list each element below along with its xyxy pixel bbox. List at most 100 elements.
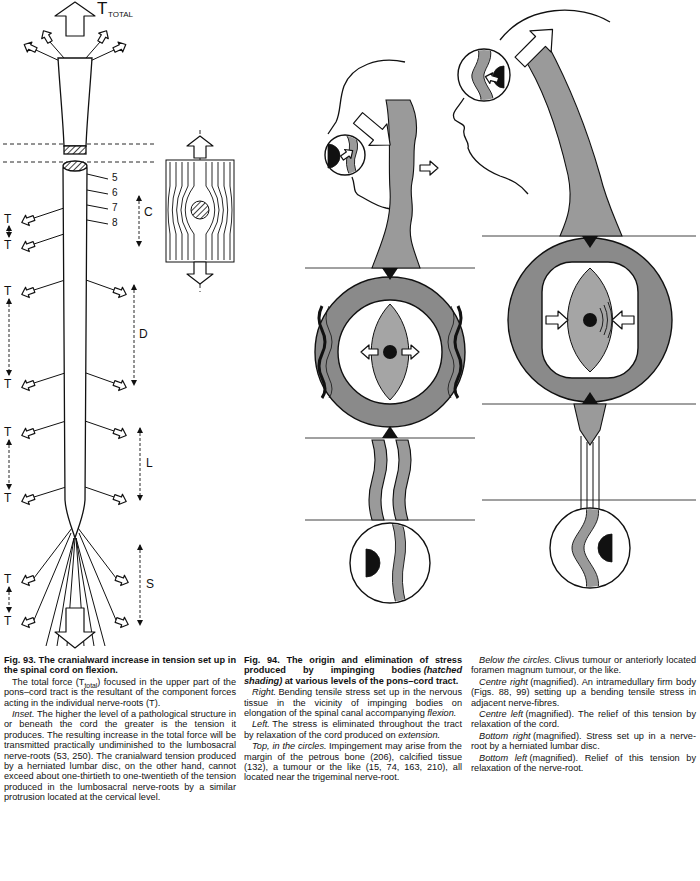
spinal-cord bbox=[63, 161, 87, 171]
force-arrow bbox=[339, 146, 356, 162]
caption-paragraph: Left.The stress is eliminated throughout… bbox=[244, 719, 462, 740]
segment-bracket bbox=[9, 299, 10, 375]
impinging-body bbox=[598, 534, 612, 562]
force-arrow bbox=[112, 492, 128, 507]
intramedullary-body bbox=[583, 313, 597, 327]
inset-drawing bbox=[166, 160, 234, 262]
force-label: T bbox=[4, 239, 11, 251]
force-arrow bbox=[349, 107, 399, 155]
spinal-cord bbox=[58, 58, 92, 538]
stress-hatching bbox=[319, 306, 325, 398]
segment-bracket bbox=[9, 226, 10, 237]
caption-emphasis: Bottom right bbox=[479, 731, 531, 741]
force-arrow bbox=[20, 573, 36, 588]
nerve-root bbox=[87, 190, 108, 194]
caption-paragraph: Centre right(magnified). An intramedulla… bbox=[471, 677, 696, 708]
force-arrow bbox=[420, 161, 438, 175]
level-line bbox=[305, 236, 696, 520]
brainstem bbox=[522, 45, 622, 236]
force-arrow bbox=[114, 615, 130, 630]
root-number: 5 bbox=[112, 173, 118, 183]
caption-column: Fig. 94. The origin and elimination of s… bbox=[244, 655, 462, 784]
caption-paragraph: Centre left(magnified). The relief of th… bbox=[471, 709, 696, 730]
dural-ring bbox=[315, 277, 465, 427]
caption-emphasis: Bottom left bbox=[479, 753, 527, 763]
caption-emphasis: Centre left bbox=[479, 709, 523, 719]
force-arrow bbox=[112, 378, 128, 393]
nerve-root bbox=[593, 442, 594, 508]
level-line bbox=[482, 500, 696, 501]
root-number: 8 bbox=[112, 218, 118, 228]
dural-ring bbox=[542, 262, 638, 378]
brainstem bbox=[393, 440, 411, 520]
force-label: T bbox=[4, 573, 11, 585]
dural-ring bbox=[508, 238, 672, 402]
magnifier-circle bbox=[350, 523, 430, 603]
segment-bracket bbox=[9, 196, 140, 625]
magnifier-circle bbox=[325, 49, 630, 603]
force-label: TOTAL bbox=[108, 11, 133, 19]
caption-emphasis: Inset. bbox=[12, 709, 34, 719]
force-label: T bbox=[4, 492, 11, 504]
caption-paragraph: Top, in the circles.Impingement may aris… bbox=[244, 741, 462, 783]
head-outline bbox=[453, 98, 528, 194]
force-arrow bbox=[187, 136, 213, 158]
stress-hatching bbox=[455, 306, 461, 398]
force-label: T bbox=[4, 615, 11, 627]
nerve-root bbox=[34, 421, 66, 431]
nerve-fibre bbox=[230, 162, 232, 260]
region-letter: L bbox=[146, 457, 153, 469]
level-marker bbox=[382, 236, 598, 438]
force-arrow bbox=[55, 2, 95, 36]
nerve-root bbox=[87, 205, 108, 209]
nerve-fibre bbox=[218, 162, 223, 260]
force-arrow bbox=[20, 492, 36, 507]
nerve-root bbox=[34, 487, 66, 497]
force-arrow bbox=[20, 213, 36, 228]
dural-ring bbox=[338, 300, 442, 404]
caption-paragraph: Bottom left(magnified). Relief of this t… bbox=[471, 753, 696, 774]
inset-drawing bbox=[166, 160, 234, 262]
caption-emphasis: Right. bbox=[252, 687, 276, 697]
caption-paragraph: Fig. 93. The cranialward increase in ten… bbox=[4, 655, 236, 676]
force-arrow bbox=[22, 40, 38, 55]
dural-ring bbox=[315, 238, 672, 427]
root-number: 7 bbox=[112, 203, 118, 213]
force-label: T bbox=[4, 213, 11, 225]
nerve-fibre bbox=[224, 162, 228, 260]
magnified-root bbox=[392, 522, 406, 604]
force-label: T bbox=[4, 378, 11, 390]
force-arrow bbox=[114, 573, 130, 588]
nerve-root bbox=[86, 42, 100, 58]
caption-emphasis: Below the circles. bbox=[479, 655, 552, 665]
force-arrow bbox=[55, 608, 95, 648]
level-marker bbox=[382, 268, 398, 280]
caption-paragraph: Bottom right(magnified). Stress set up i… bbox=[471, 731, 696, 752]
stress-hatching bbox=[326, 306, 332, 398]
force-arrow bbox=[509, 19, 563, 73]
force-arrow bbox=[112, 426, 128, 441]
segment-bracket bbox=[134, 285, 135, 385]
caption-emphasis: flexion. bbox=[427, 708, 456, 718]
region-letter: D bbox=[139, 328, 148, 340]
nerve-root bbox=[581, 436, 599, 509]
level-marker bbox=[582, 236, 598, 248]
caption-paragraph: Fig. 94. The origin and elimination of s… bbox=[244, 655, 462, 686]
force-arrow bbox=[39, 28, 55, 45]
nerve-fibre bbox=[168, 162, 232, 260]
force-arrow bbox=[484, 71, 499, 85]
caption-emphasis: Left. bbox=[252, 719, 270, 729]
stress-hatching bbox=[604, 305, 608, 335]
brainstem bbox=[372, 100, 420, 268]
caption-text: The higher the level of a pathological s… bbox=[4, 709, 236, 802]
stress-hatching bbox=[448, 306, 454, 398]
nerve-root bbox=[79, 533, 116, 620]
force-arrow bbox=[20, 378, 36, 393]
nerve-root bbox=[34, 528, 72, 578]
force-arrow bbox=[20, 615, 36, 630]
force-arrow bbox=[361, 345, 378, 359]
segment-bracket bbox=[140, 428, 141, 500]
impinging-body bbox=[191, 201, 209, 219]
caption-heading: Fig. 93. The cranialward increase in ten… bbox=[4, 655, 236, 675]
